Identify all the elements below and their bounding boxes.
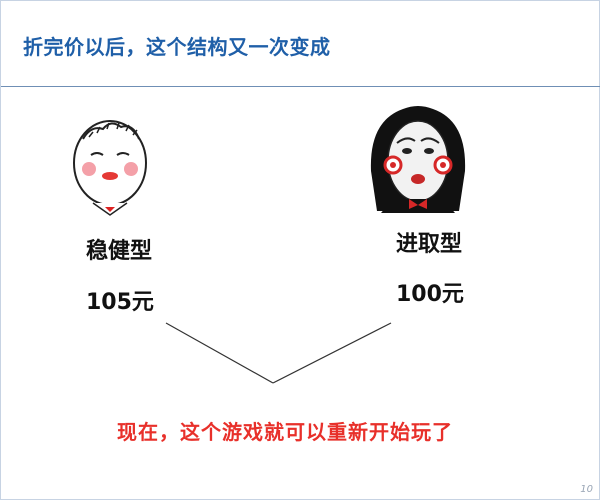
- meme-face-icon: [73, 120, 147, 216]
- left-type-label: 稳健型: [86, 239, 153, 264]
- bottom-message: 现在，这个游戏就可以重新开始玩了: [117, 420, 453, 444]
- page-number: 10: [580, 484, 593, 495]
- right-price-label: 100元: [396, 282, 464, 307]
- title-divider: [1, 86, 600, 87]
- jigsaw-face-icon: [370, 106, 466, 213]
- left-price-label: 105元: [86, 290, 154, 315]
- right-type-label: 进取型: [396, 232, 463, 257]
- slide-title: 折完价以后，这个结构又一次变成: [23, 35, 331, 59]
